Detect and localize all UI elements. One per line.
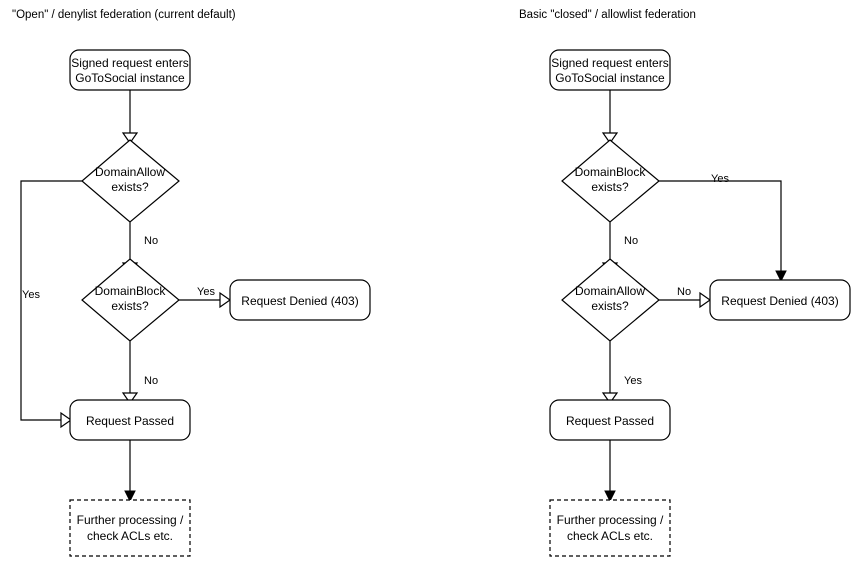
node-decision-domainblock-right-label-line2: exists?	[591, 180, 629, 194]
edge-label-domainallow-yes-right: Yes	[624, 375, 642, 387]
diagram-open-denylist: "Open" / denylist federation (current de…	[12, 9, 371, 557]
node-request-denied-right-shape[interactable]	[709, 279, 851, 321]
node-further-processing-right[interactable]: Further processing / check ACLs etc.	[549, 499, 671, 557]
edge-label-domainblock-no-right: No	[624, 235, 638, 247]
arrowhead-solid-icon	[604, 490, 616, 503]
edge-label-domainblock-yes-right: Yes	[711, 173, 729, 185]
edge-label-domainblock-yes-left: Yes	[197, 286, 215, 298]
node-further-processing-right-shape[interactable]	[549, 499, 671, 557]
node-decision-domainallow-left-label-line2: exists?	[111, 180, 149, 194]
edge-label-domainallow-no-left: No	[144, 235, 158, 247]
node-request-denied-right-label: Request Denied (403)	[721, 294, 838, 308]
node-request-passed-right[interactable]: Request Passed	[549, 399, 671, 441]
arrowhead-open-icon	[219, 291, 232, 309]
node-entry-left[interactable]: Signed request enters GoToSocial instanc…	[69, 49, 191, 91]
node-request-passed-left-label: Request Passed	[86, 414, 174, 428]
edge-domainblock-yes-left: Yes	[179, 286, 232, 309]
node-further-processing-left-shape[interactable]	[69, 499, 191, 557]
arrowhead-solid-icon	[775, 270, 787, 283]
node-decision-domainblock-left-label-line1: DomainBlock	[95, 284, 167, 298]
node-entry-left-label-line2: GoToSocial instance	[75, 71, 185, 85]
node-further-processing-left[interactable]: Further processing / check ACLs etc.	[69, 499, 191, 557]
node-entry-right-label-line1: Signed request enters	[551, 56, 668, 70]
edge-entry-to-domainblock-right	[601, 90, 619, 145]
diagram-title-open-denylist: "Open" / denylist federation (current de…	[12, 9, 236, 21]
node-decision-domainblock-right[interactable]: DomainBlock exists?	[561, 139, 660, 223]
node-entry-left-label-line1: Signed request enters	[71, 56, 188, 70]
node-decision-domainallow-left-label-line1: DomainAllow	[95, 165, 165, 179]
arrowhead-open-icon	[699, 291, 712, 309]
edge-passed-to-further-right	[604, 440, 616, 503]
edge-domainblock-yes-right: Yes	[659, 173, 787, 283]
node-decision-domainallow-right-label-line1: DomainAllow	[575, 284, 645, 298]
edge-domainallow-yes-left: Yes	[20, 180, 82, 429]
node-decision-domainallow-right-label-line2: exists?	[591, 299, 629, 313]
edge-domainallow-no-right: No	[659, 286, 712, 309]
node-request-denied-right[interactable]: Request Denied (403)	[709, 279, 851, 321]
edge-passed-to-further-left	[124, 440, 136, 503]
edge-label-domainblock-no-left: No	[144, 375, 158, 387]
node-request-denied-left-label: Request Denied (403)	[241, 294, 358, 308]
arrowhead-open-icon	[121, 132, 139, 145]
node-request-passed-right-label: Request Passed	[566, 414, 654, 428]
node-decision-domainblock-right-label-line1: DomainBlock	[575, 165, 647, 179]
node-decision-domainallow-left[interactable]: DomainAllow exists?	[81, 139, 180, 223]
node-request-denied-left-shape[interactable]	[229, 279, 371, 321]
node-further-processing-left-label-line2: check ACLs etc.	[87, 529, 173, 543]
node-request-passed-left[interactable]: Request Passed	[69, 399, 191, 441]
node-decision-domainblock-left-label-line2: exists?	[111, 299, 149, 313]
edge-domainblock-no-left: No	[121, 341, 158, 405]
arrowhead-open-icon	[601, 392, 619, 405]
node-decision-domainallow-right[interactable]: DomainAllow exists?	[561, 258, 660, 342]
edge-label-domainallow-no-right: No	[677, 286, 691, 298]
edge-entry-to-domainallow-left	[121, 90, 139, 145]
node-further-processing-right-label-line1: Further processing /	[557, 513, 664, 527]
node-request-denied-left[interactable]: Request Denied (403)	[229, 279, 371, 321]
node-entry-right[interactable]: Signed request enters GoToSocial instanc…	[549, 49, 671, 91]
arrowhead-open-icon	[121, 392, 139, 405]
edge-domainallow-yes-right: Yes	[601, 341, 642, 405]
edge-label-domainallow-yes-left: Yes	[22, 289, 40, 301]
arrowhead-open-icon	[60, 411, 73, 429]
node-decision-domainblock-left[interactable]: DomainBlock exists?	[81, 258, 180, 342]
arrowhead-solid-icon	[124, 490, 136, 503]
node-further-processing-right-label-line2: check ACLs etc.	[567, 529, 653, 543]
diagram-closed-allowlist: Basic "closed" / allowlist federation Si…	[519, 9, 851, 557]
node-further-processing-left-label-line1: Further processing /	[77, 513, 184, 527]
arrowhead-open-icon	[601, 132, 619, 145]
node-entry-right-label-line2: GoToSocial instance	[555, 71, 665, 85]
diagram-title-closed-allowlist: Basic "closed" / allowlist federation	[519, 9, 696, 21]
